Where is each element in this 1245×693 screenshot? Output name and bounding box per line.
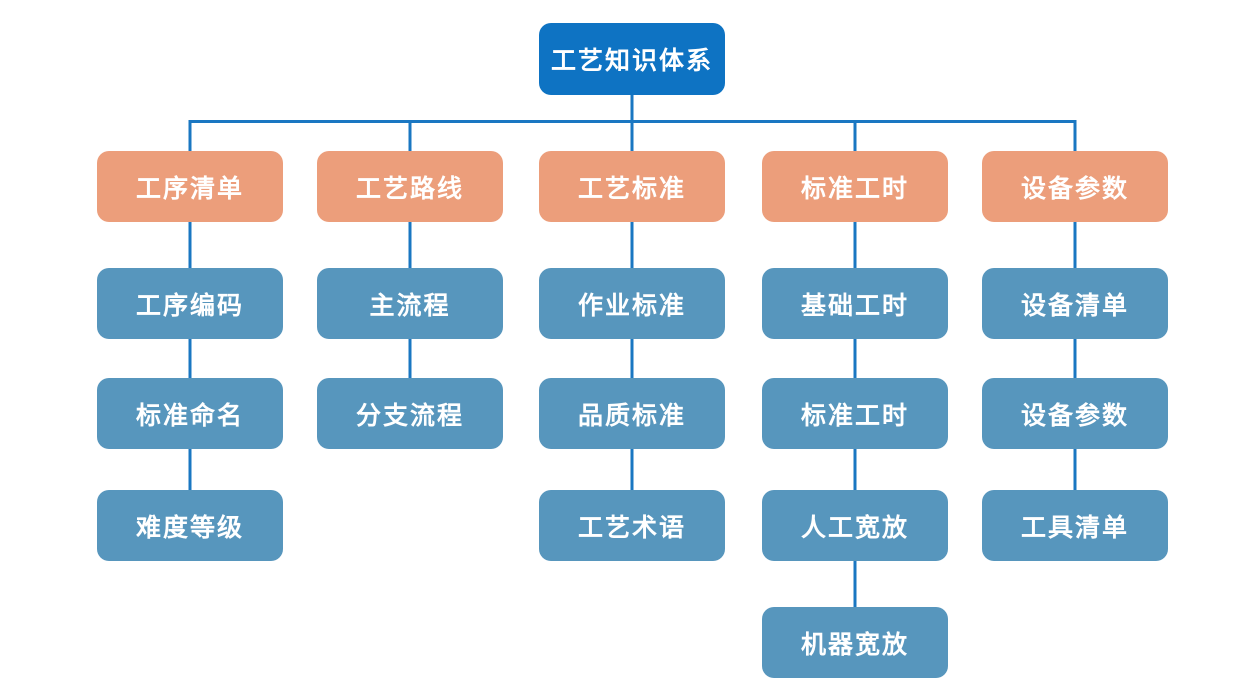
branch-node-process-list: 工序清单 (97, 151, 283, 222)
child-node: 工具清单 (982, 490, 1168, 561)
child-node: 难度等级 (97, 490, 283, 561)
branch-node-standard-hours: 标准工时 (762, 151, 948, 222)
root-node: 工艺知识体系 (539, 23, 725, 95)
child-node: 品质标准 (539, 378, 725, 449)
child-node: 分支流程 (317, 378, 503, 449)
child-node: 设备清单 (982, 268, 1168, 339)
child-node: 工序编码 (97, 268, 283, 339)
child-node: 工艺术语 (539, 490, 725, 561)
branch-node-equipment-params: 设备参数 (982, 151, 1168, 222)
child-node: 主流程 (317, 268, 503, 339)
connector-root-to-branches (188, 95, 1077, 151)
child-node: 设备参数 (982, 378, 1168, 449)
child-node: 作业标准 (539, 268, 725, 339)
child-node: 人工宽放 (762, 490, 948, 561)
child-node: 标准工时 (762, 378, 948, 449)
branch-node-process-route: 工艺路线 (317, 151, 503, 222)
branch-node-process-standard: 工艺标准 (539, 151, 725, 222)
child-node: 基础工时 (762, 268, 948, 339)
child-node: 标准命名 (97, 378, 283, 449)
child-node: 机器宽放 (762, 607, 948, 678)
